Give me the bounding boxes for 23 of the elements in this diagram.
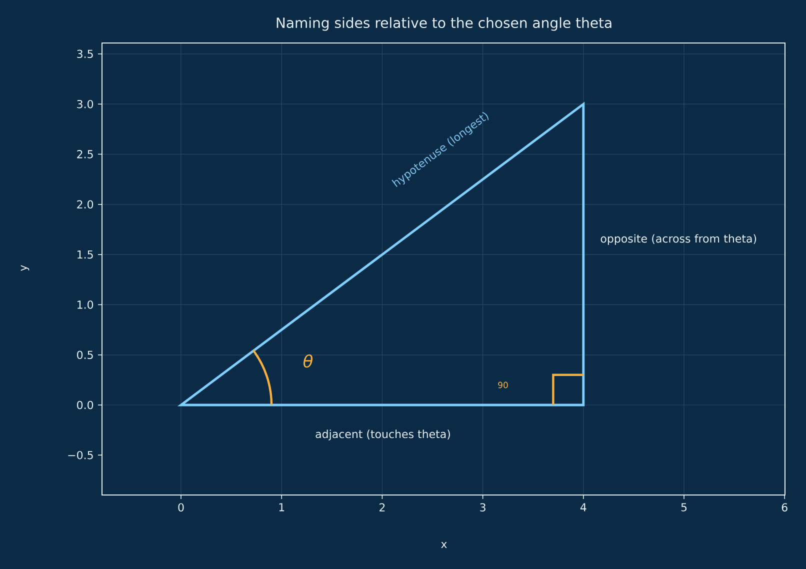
tick-label: 0.0 — [77, 400, 94, 410]
tick-label: 2.5 — [77, 150, 93, 158]
tick-label: 3 — [480, 503, 486, 512]
tick-label: 1.5 — [78, 250, 93, 259]
tick-label: 2.0 — [77, 200, 94, 209]
tick-label: 0.5 — [77, 350, 93, 360]
tick-label: −0.5 — [68, 450, 93, 460]
tick-label: 4 — [580, 503, 586, 512]
tick-label: 6 — [782, 503, 788, 512]
tick-label: 2 — [380, 503, 385, 512]
tick-label: 0 — [178, 503, 184, 512]
tick-label: 1 — [279, 503, 284, 512]
angle-label: 90 — [498, 382, 508, 388]
side-label: opposite (across from theta) — [600, 234, 756, 245]
axis-label: y — [20, 265, 30, 271]
title: Naming sides relative to the chosen angle theta — [276, 17, 612, 31]
tick-label: 1.0 — [78, 300, 94, 309]
axis-label: x — [441, 542, 447, 548]
angle-label: θ — [303, 354, 313, 368]
side-label: adjacent (touches theta) — [316, 430, 450, 440]
tick-label: 3.0 — [77, 100, 94, 108]
tick-label: 5 — [681, 503, 687, 512]
tick-label: 3.5 — [77, 50, 93, 58]
